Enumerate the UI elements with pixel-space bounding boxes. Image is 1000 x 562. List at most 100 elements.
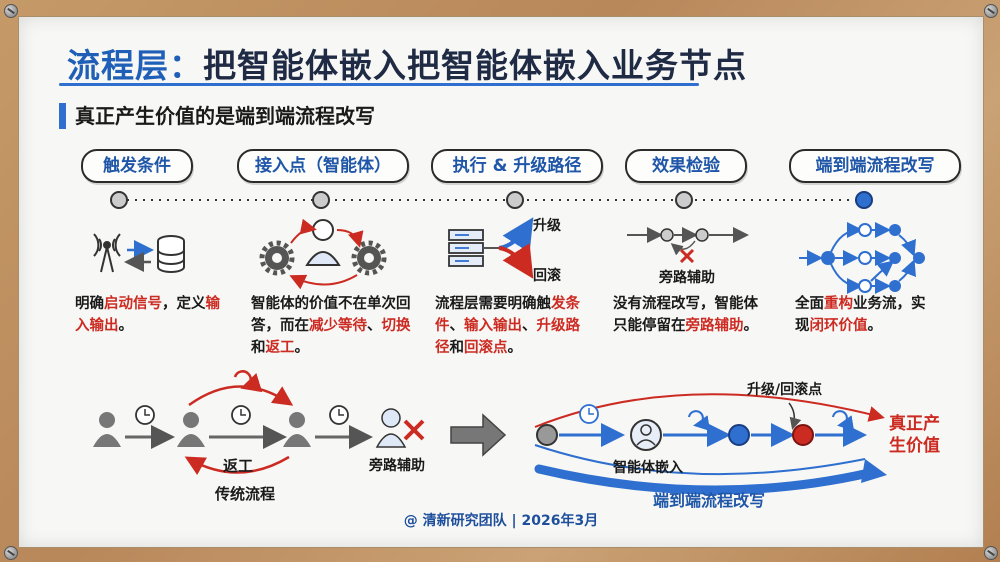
highlight-text: 返工 <box>265 340 295 356</box>
desc-text: 。 <box>118 318 134 334</box>
credit-footer: @ 清新研究团队 | 2026年3月 <box>403 513 599 529</box>
desc-text: 业务流，实现 <box>795 296 926 334</box>
upgrade-node <box>728 424 750 446</box>
database-icon <box>157 235 185 273</box>
clock-icon <box>579 404 599 424</box>
clock-icon <box>231 405 251 425</box>
cycle-icon <box>233 370 263 393</box>
rollback-node <box>792 424 814 446</box>
rewrite-flow <box>534 393 887 495</box>
top-arc-arrow <box>534 393 885 428</box>
io-arrows-icon <box>124 240 154 272</box>
screw-icon <box>4 4 18 18</box>
step-desc-execute: 流程层需要明确触发条件、输入输出、升级路径和回滚点。 <box>435 293 583 359</box>
gear-icon <box>351 240 387 276</box>
big-blue-arrow <box>534 464 874 495</box>
screw-icon <box>4 546 18 560</box>
refresh-icon <box>832 410 855 432</box>
clock-icon <box>329 405 349 425</box>
highlight-text: 减少等待 <box>309 318 367 334</box>
step-pill-check: 效果检验 <box>625 149 747 183</box>
step-pill-rewrite: 端到端流程改写 <box>789 149 961 183</box>
rework-arrow <box>184 455 290 476</box>
agent-avatar-icon <box>630 419 662 451</box>
desc-text: 。 <box>294 340 310 356</box>
title-main: 把智能体嵌入把智能体嵌入业务节点 <box>203 46 747 85</box>
person-icon <box>93 412 121 447</box>
upgrade-label: 升级 <box>533 218 561 234</box>
rollback-label: 回滚 <box>533 268 561 284</box>
desc-text: 全面 <box>795 296 824 312</box>
step-pill-entry: 接入点（智能体） <box>237 149 409 183</box>
rework-label: 返工 <box>223 457 254 475</box>
screw-icon <box>984 546 998 560</box>
subtitle-bar <box>59 103 66 129</box>
red-x-icon <box>679 248 695 264</box>
highlight-text: 输入输出 <box>464 318 522 334</box>
timeline-node <box>110 191 128 209</box>
timeline-node-active <box>855 191 873 209</box>
step-desc-trigger: 明确启动信号，定义输入输出。 <box>75 293 225 337</box>
step-pill-trigger: 触发条件 <box>81 149 193 183</box>
desc-text: 流程层需要明确触 <box>435 296 551 312</box>
cycle-arrow <box>289 274 358 290</box>
gear-icon <box>259 240 295 276</box>
upgrade-rollback-label: 升级/回滚点 <box>747 382 823 398</box>
step-desc-check: 没有流程改写，智能体只能停留在旁路辅助。 <box>613 293 767 337</box>
timeline <box>110 191 873 209</box>
title-underline <box>59 83 699 86</box>
agent-person-icon <box>305 219 341 266</box>
page-title: 流程层：把智能体嵌入把智能体嵌入业务节点 <box>67 39 747 87</box>
red-x-icon <box>403 419 425 441</box>
desc-text: 。 <box>743 318 759 334</box>
value-result-label: 真正产生价值 <box>889 414 940 456</box>
timeline-node <box>675 191 693 209</box>
title-prefix: 流程层： <box>67 46 203 85</box>
highlight-text: 发条件 <box>435 296 580 334</box>
highlight-text: 回滚点 <box>464 340 508 356</box>
refresh-icon <box>688 410 711 432</box>
desc-text: 智能体的价值不在单次回答，而在 <box>251 296 411 334</box>
bypass-label: 旁路辅助 <box>659 270 715 286</box>
upgrade-arrow <box>498 217 534 253</box>
highlight-text: 切换 <box>381 318 411 334</box>
cycle-arrow <box>336 229 364 248</box>
highlight-text: 启动信号 <box>104 296 162 312</box>
signal-tower-icon <box>93 233 121 273</box>
desc-text: 。 <box>507 340 523 356</box>
diagram-graphics <box>93 191 925 495</box>
person-icon <box>375 408 407 448</box>
desc-text: 明确 <box>75 296 104 312</box>
server-icon <box>448 229 484 267</box>
desc-text: ，定义 <box>162 296 206 312</box>
desc-text: 和 <box>449 340 465 356</box>
whiteboard: 流程层：把智能体嵌入把智能体嵌入业务节点 真正产生价值的是端到端流程改写 触发条… <box>18 16 984 548</box>
highlight-text: 重构 <box>824 296 853 312</box>
bottom-arc <box>534 444 866 476</box>
traditional-flow <box>93 370 425 476</box>
clock-icon <box>135 405 155 425</box>
step-pill-execute: 执行 & 升级路径 <box>431 149 603 183</box>
desc-text: 、 <box>449 318 465 334</box>
highlight-text: 旁路辅助 <box>685 318 744 334</box>
highlight-text: 闭环价值 <box>809 318 868 334</box>
subtitle: 真正产生价值的是端到端流程改写 <box>75 104 375 128</box>
desc-text: 、 <box>367 318 382 334</box>
traditional-flow-caption: 传统流程 <box>215 485 276 503</box>
bypass-assist-label: 旁路辅助 <box>369 458 425 474</box>
person-icon <box>177 412 205 447</box>
timeline-node <box>312 191 330 209</box>
bypass-flow-icon <box>627 227 749 256</box>
desc-text: 。 <box>867 318 883 334</box>
timeline-node <box>506 191 524 209</box>
step-desc-rewrite: 全面重构业务流，实现闭环价值。 <box>795 293 935 337</box>
step-desc-entry: 智能体的价值不在单次回答，而在减少等待、切换和返工。 <box>251 293 411 359</box>
cycle-arrow <box>290 218 317 244</box>
flow-network-icon <box>799 222 925 294</box>
agent-embed-label: 智能体嵌入 <box>613 460 683 476</box>
screw-icon <box>984 4 998 18</box>
highlight-text: 输入输出 <box>75 296 220 334</box>
desc-text: 和 <box>251 340 266 356</box>
rollback-arrow <box>498 243 534 279</box>
